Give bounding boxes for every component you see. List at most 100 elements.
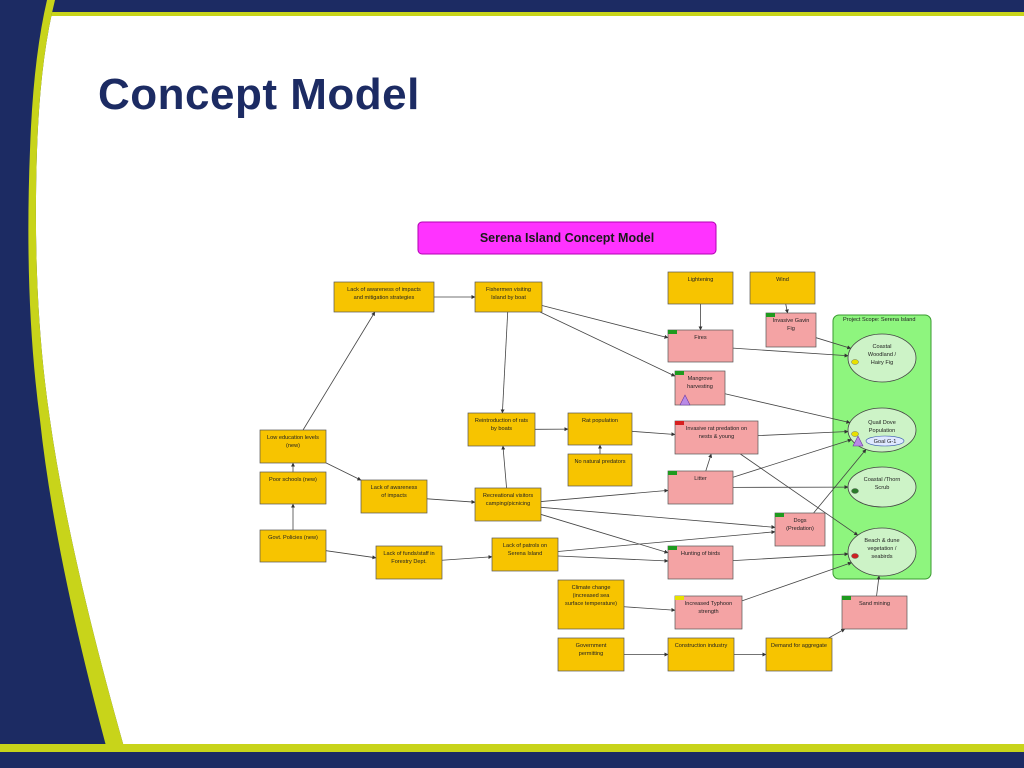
strategy-triangle-icon[interactable] [852, 435, 864, 447]
node-label-line: Reintroduction of rats [475, 418, 528, 424]
node-label-line: Invasive Gavin [773, 318, 810, 324]
strategy-triangle-icon[interactable] [679, 394, 691, 406]
viability-indicator [851, 431, 859, 437]
goal-pill[interactable] [865, 435, 905, 447]
edge-lack-awareness-impacts-to-recreational-visitors [426, 498, 476, 504]
node-sand-mining[interactable]: Sand mining [841, 595, 908, 630]
left-swoosh-accent [28, 0, 131, 768]
edge-invasive-rat-predation-to-quail-dove [757, 429, 849, 437]
node-label-line: vegetation / [868, 546, 897, 552]
threat-box [765, 312, 817, 348]
node-label-line: Fig [787, 326, 795, 332]
factor-box [765, 637, 833, 672]
edge-invasive-rat-predation-to-beach-dune [740, 453, 859, 536]
edge-invasive-gavin-fig-to-coastal-woodland [815, 337, 852, 350]
node-label-line: by boats [491, 426, 512, 432]
edge-fires-to-coastal-woodland [732, 347, 849, 358]
node-wind[interactable]: Wind [749, 271, 816, 305]
edge-rat-population-to-invasive-rat-predation [631, 430, 676, 437]
node-litter[interactable]: Litter [667, 470, 734, 505]
node-hunting-birds[interactable]: Hunting of birds [667, 545, 734, 580]
node-label-line: surface temperature) [565, 601, 617, 607]
threat-box [674, 595, 743, 630]
edge-litter-to-invasive-rat-predation [705, 453, 713, 472]
edge-recreational-visitors-to-dogs [540, 506, 776, 530]
factor-box [491, 537, 559, 572]
node-label-line: Woodland / [868, 352, 897, 358]
threat-rating-flag [668, 546, 677, 550]
factor-box [567, 453, 633, 487]
factor-box [474, 487, 542, 522]
threat-rating-flag [675, 371, 684, 375]
node-label-line: Scrub [875, 485, 890, 491]
edge-low-education-to-lack-awareness-impacts [325, 462, 362, 481]
node-label-line: harvesting [687, 384, 713, 390]
threat-rating-flag [668, 471, 677, 475]
node-label-line: and mitigation strategies [354, 295, 415, 301]
threat-box [674, 420, 759, 455]
edge-fishermen-to-reintroduction-rats [500, 311, 509, 414]
factor-box [333, 281, 435, 313]
edge-lack-patrols-to-hunting-birds [557, 555, 669, 563]
node-label-line: Low education levels [267, 435, 319, 441]
edge-recreational-visitors-to-litter [540, 488, 669, 502]
node-label-line: Serena Island [508, 551, 543, 557]
node-label-line: Population [869, 428, 895, 434]
node-poor-schools[interactable]: Poor schools (new) [259, 471, 327, 505]
node-label-line: Lightening [688, 277, 714, 283]
node-lightening[interactable]: Lightening [667, 271, 734, 305]
factor-box [667, 637, 735, 672]
bottom-accent-line [0, 744, 1024, 752]
edge-recreational-visitors-to-hunting-birds [540, 514, 669, 554]
diagram-header-box [417, 221, 717, 255]
factor-box [360, 479, 428, 514]
node-reintroduction-rats[interactable]: Reintroduction of rats by boats [467, 412, 536, 447]
edge-climate-change-to-typhoon [623, 606, 676, 612]
edge-dogs-to-quail-dove [813, 449, 867, 514]
node-label-line: (Predation) [786, 526, 814, 532]
node-label-line: Hairy Fig [871, 360, 893, 366]
threat-rating-flag [668, 330, 677, 334]
node-no-natural-predators[interactable]: No natural predators [567, 453, 633, 487]
viability-indicator [851, 488, 859, 494]
node-rat-population[interactable]: Rat population [567, 412, 633, 446]
node-fires[interactable]: Fires [667, 329, 734, 363]
bottom-band [0, 752, 1024, 768]
node-construction[interactable]: Construction industry [667, 637, 735, 672]
edge-low-education-to-lack-awareness-impacts-mitigation [302, 311, 376, 431]
node-label-line: of impacts [381, 493, 407, 499]
node-label-line: Construction industry [675, 643, 728, 649]
node-govt-policies[interactable]: Govt. Policies (new) [259, 529, 327, 563]
node-label-line: (new) [286, 443, 300, 449]
threat-rating-flag [775, 513, 784, 517]
threat-rating-flag [675, 596, 684, 600]
factor-box [749, 271, 816, 305]
factor-box [259, 529, 327, 563]
edge-wind-to-invasive-gavin-fig [784, 303, 789, 314]
slide-title: Concept Model [98, 70, 420, 119]
threat-box [841, 595, 908, 630]
node-dogs[interactable]: Dogs(Predation) [774, 512, 826, 547]
node-label-line: Forestry Dept. [391, 559, 427, 565]
node-label-line: strength [698, 609, 718, 615]
node-demand-aggregate[interactable]: Demand for aggregate [765, 637, 833, 672]
node-low-education[interactable]: Low education levels (new) [259, 429, 327, 464]
edge-fishermen-to-fires [541, 305, 669, 339]
